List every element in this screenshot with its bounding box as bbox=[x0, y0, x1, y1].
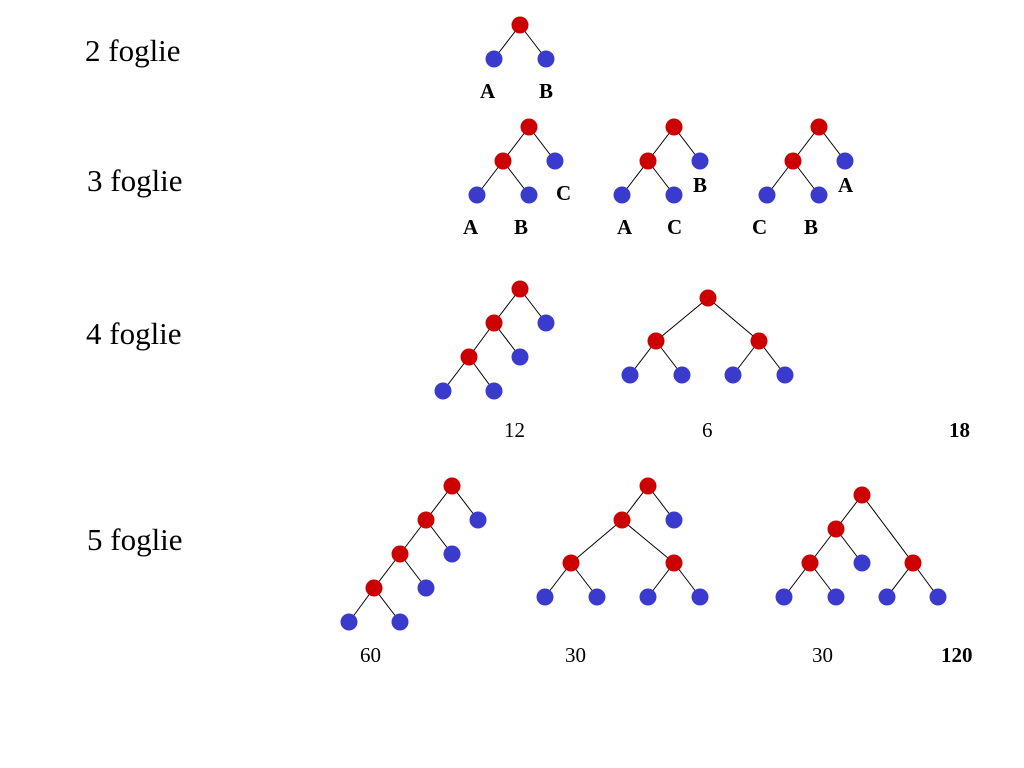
leaf-node bbox=[520, 186, 538, 204]
internal-node bbox=[511, 16, 529, 34]
internal-node bbox=[827, 520, 845, 538]
leaf-node bbox=[468, 186, 486, 204]
leaf-node bbox=[340, 613, 358, 631]
internal-node bbox=[904, 554, 922, 572]
internal-node bbox=[494, 152, 512, 170]
leaf-label: A bbox=[838, 173, 854, 197]
leaf-node bbox=[613, 186, 631, 204]
leaf-node bbox=[537, 314, 555, 332]
count-5-leaves-caterpillar: 60 bbox=[360, 643, 381, 667]
leaf-node bbox=[639, 588, 657, 606]
internal-node bbox=[801, 554, 819, 572]
internal-node bbox=[750, 332, 768, 350]
leaf-node bbox=[758, 186, 776, 204]
leaf-node bbox=[775, 588, 793, 606]
leaf-node bbox=[776, 366, 794, 384]
total-5-leaves: 120 bbox=[941, 643, 973, 667]
leaf-node bbox=[691, 152, 709, 170]
leaf-node bbox=[537, 50, 555, 68]
leaf-label: B bbox=[539, 79, 553, 103]
tree-edge bbox=[621, 519, 675, 564]
internal-node bbox=[460, 348, 478, 366]
leaf-node bbox=[546, 152, 564, 170]
count-5-leaves-shape-3: 30 bbox=[812, 643, 833, 667]
internal-node bbox=[665, 118, 683, 136]
leaf-node bbox=[929, 588, 947, 606]
internal-node bbox=[520, 118, 538, 136]
internal-node bbox=[784, 152, 802, 170]
internal-node bbox=[562, 554, 580, 572]
leaf-node bbox=[536, 588, 554, 606]
total-4-leaves: 18 bbox=[949, 418, 970, 442]
row-label-3-leaves: 3 foglie bbox=[87, 163, 183, 198]
count-5-leaves-shape-2: 30 bbox=[565, 643, 586, 667]
internal-node bbox=[810, 118, 828, 136]
tree-edge bbox=[655, 297, 709, 342]
row-label-2-leaves: 2 foglie bbox=[85, 33, 181, 68]
edges-layer bbox=[348, 24, 939, 623]
internal-node bbox=[417, 511, 435, 529]
leaf-label: C bbox=[556, 181, 571, 205]
leaf-label: C bbox=[667, 215, 682, 239]
internal-node bbox=[639, 477, 657, 495]
leaf-node bbox=[665, 511, 683, 529]
row-label-4-leaves: 4 foglie bbox=[86, 316, 182, 351]
leaf-label: A bbox=[617, 215, 633, 239]
leaf-node bbox=[588, 588, 606, 606]
leaf-node bbox=[878, 588, 896, 606]
tree-edge bbox=[570, 519, 623, 564]
leaf-node bbox=[724, 366, 742, 384]
internal-node bbox=[699, 289, 717, 307]
internal-node bbox=[665, 554, 683, 572]
leaf-node bbox=[673, 366, 691, 384]
leaf-node bbox=[417, 579, 435, 597]
leaf-label: C bbox=[752, 215, 767, 239]
leaf-label: B bbox=[514, 215, 528, 239]
leaf-node bbox=[511, 348, 529, 366]
internal-node bbox=[613, 511, 631, 529]
leaf-node bbox=[485, 382, 503, 400]
internal-node bbox=[391, 545, 409, 563]
internal-node bbox=[485, 314, 503, 332]
count-4-leaves-balanced: 6 bbox=[702, 418, 713, 442]
leaf-node bbox=[469, 511, 487, 529]
leaf-node bbox=[621, 366, 639, 384]
leaf-node bbox=[853, 554, 871, 572]
internal-node bbox=[511, 280, 529, 298]
leaf-node bbox=[665, 186, 683, 204]
internal-node bbox=[365, 579, 383, 597]
leaf-label: A bbox=[463, 215, 479, 239]
leaf-node bbox=[443, 545, 461, 563]
tree-edge bbox=[707, 297, 760, 342]
leaf-label: B bbox=[693, 173, 707, 197]
leaf-node bbox=[391, 613, 409, 631]
leaf-label: B bbox=[804, 215, 818, 239]
internal-node bbox=[853, 486, 871, 504]
internal-node bbox=[647, 332, 665, 350]
leaf-node bbox=[485, 50, 503, 68]
leaf-label: A bbox=[480, 79, 496, 103]
leaf-node bbox=[836, 152, 854, 170]
row-label-5-leaves: 5 foglie bbox=[87, 522, 183, 557]
internal-node bbox=[443, 477, 461, 495]
leaf-node bbox=[691, 588, 709, 606]
internal-node bbox=[639, 152, 657, 170]
count-4-leaves-caterpillar: 12 bbox=[504, 418, 525, 442]
leaf-node bbox=[810, 186, 828, 204]
nodes-layer bbox=[340, 16, 947, 631]
leaf-node bbox=[827, 588, 845, 606]
tree-edge bbox=[861, 494, 914, 564]
leaf-node bbox=[434, 382, 452, 400]
